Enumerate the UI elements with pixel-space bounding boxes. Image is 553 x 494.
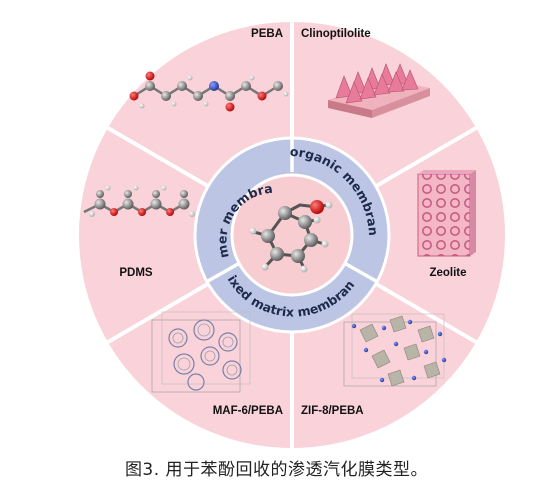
segment-dividers [106, 22, 478, 448]
segment-label-pdms: PDMS [119, 267, 153, 279]
segment-label-zeolite: Zeolite [429, 267, 466, 279]
segment-label-maf6-peba: MAF-6/PEBA [213, 405, 283, 417]
ring-dividers [207, 138, 377, 283]
zeolite-framework-icon [417, 170, 476, 257]
zif8-framework-icon [343, 313, 447, 387]
segment-label-zif8-peba: ZIF-8/PEBA [301, 405, 364, 417]
peba-chain-icon [129, 71, 289, 112]
segment-label-peba: PEBA [251, 28, 283, 40]
figure-caption: 图3. 用于苯酚回收的渗透汽化膜类型。 [124, 460, 429, 480]
clinoptilolite-crystal-icon [328, 63, 430, 118]
pdms-chain-icon [83, 185, 195, 217]
phenol-molecule-icon [249, 200, 333, 273]
maf6-framework-icon [151, 311, 251, 393]
membrane-types-diagram: Polymer membranes Inorganic membranes Mi… [0, 0, 505, 448]
segment-label-clinoptilolite: Clinoptilolite [301, 28, 371, 40]
